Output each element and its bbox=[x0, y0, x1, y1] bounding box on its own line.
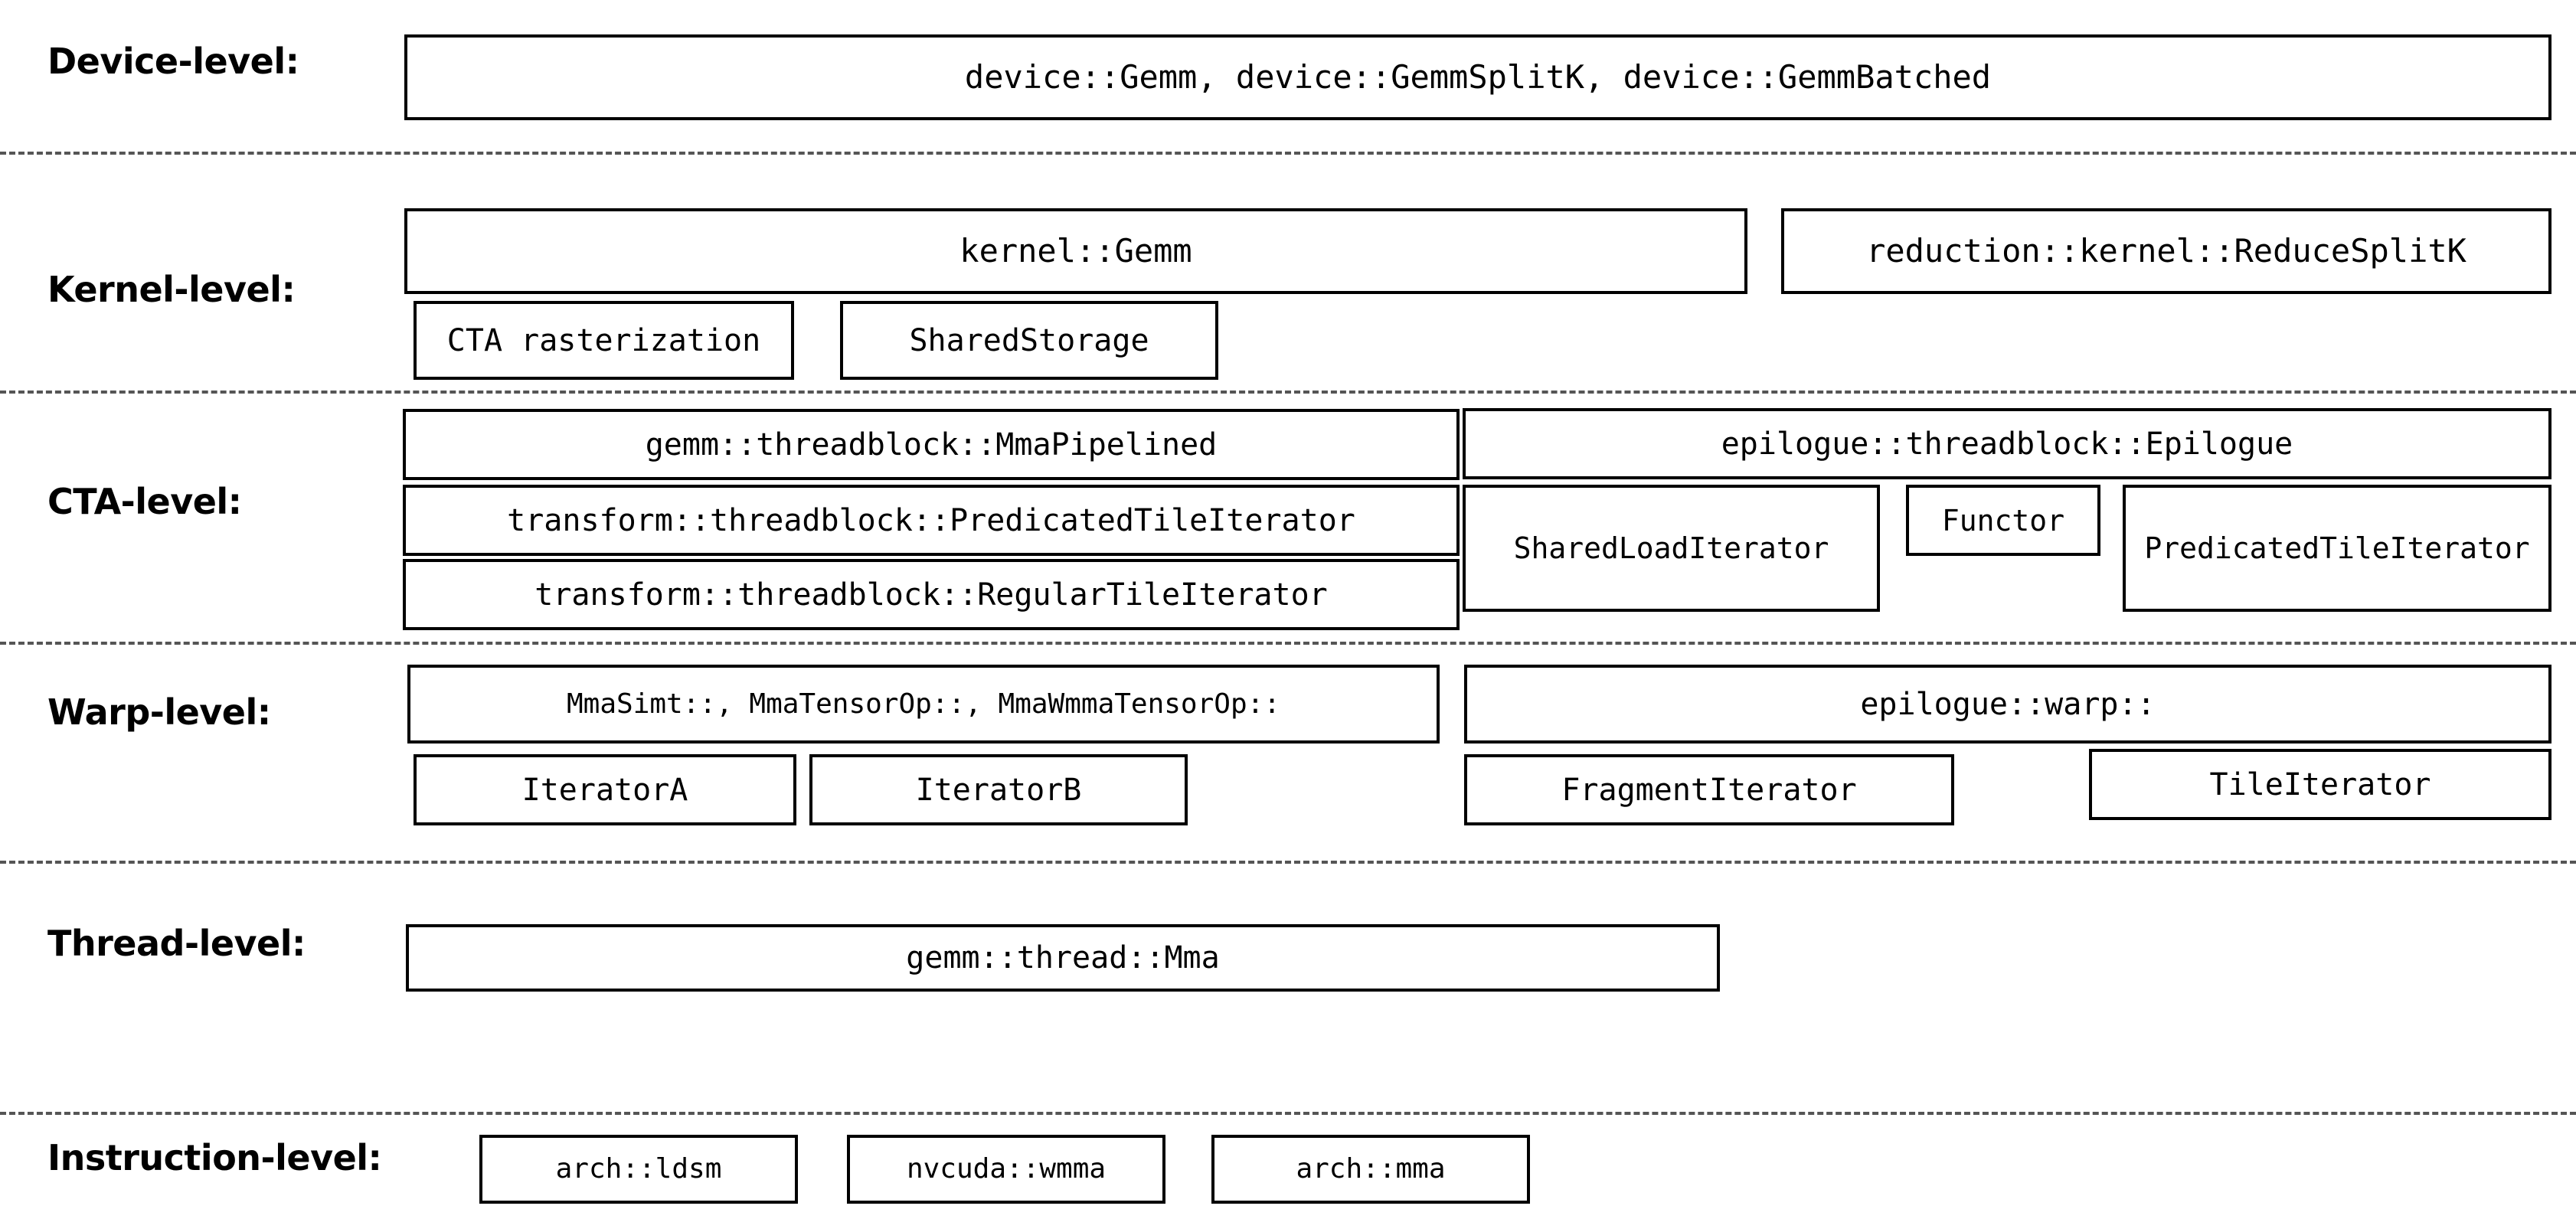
gemm-threadblock-mmapipelined-box[interactable]: gemm::threadblock::MmaPipelined bbox=[403, 409, 1460, 480]
level-label-cta: CTA-level: bbox=[47, 481, 242, 522]
level-label-device: Device-level: bbox=[47, 41, 299, 82]
functor-label: Functor bbox=[1941, 503, 2065, 538]
gemm-threadblock-mmapipelined-label: gemm::threadblock::MmaPipelined bbox=[645, 426, 1218, 462]
fragmentiterator-box[interactable]: FragmentIterator bbox=[1464, 754, 1954, 825]
divider-thread-instruction bbox=[0, 1112, 2576, 1115]
arch-ldsm-box[interactable]: arch::ldsm bbox=[479, 1135, 798, 1204]
arch-mma-box[interactable]: arch::mma bbox=[1211, 1135, 1530, 1204]
gemm-thread-mma-box[interactable]: gemm::thread::Mma bbox=[406, 924, 1720, 992]
reduction-kernel-reducesplitk-box[interactable]: reduction::kernel::ReduceSplitK bbox=[1781, 208, 2551, 294]
arch-mma-label: arch::mma bbox=[1296, 1153, 1446, 1185]
cta-rasterization-label: CTA rasterization bbox=[446, 322, 761, 358]
epilogue-predicatedtileiterator-box[interactable]: PredicatedTileIterator bbox=[2123, 485, 2551, 612]
functor-box[interactable]: Functor bbox=[1906, 485, 2100, 556]
epilogue-predicatedtileiterator-label: PredicatedTileIterator bbox=[2144, 531, 2530, 565]
epilogue-warp-label: epilogue::warp:: bbox=[1860, 686, 2156, 722]
level-label-kernel: Kernel-level: bbox=[47, 269, 296, 310]
gemm-thread-mma-label: gemm::thread::Mma bbox=[906, 940, 1220, 976]
sharedstorage-label: SharedStorage bbox=[909, 322, 1149, 358]
device-gemm-box[interactable]: device::Gemm, device::GemmSplitK, device… bbox=[404, 34, 2551, 120]
kernel-gemm-label: kernel::Gemm bbox=[959, 232, 1192, 270]
arch-ldsm-label: arch::ldsm bbox=[555, 1153, 722, 1185]
nvcuda-wmma-box[interactable]: nvcuda::wmma bbox=[847, 1135, 1165, 1204]
transform-threadblock-predicatedtileiterator-label: transform::threadblock::PredicatedTileIt… bbox=[507, 502, 1355, 538]
sharedloaditerator-label: SharedLoadIterator bbox=[1513, 531, 1829, 565]
iteratorb-box[interactable]: IteratorB bbox=[809, 754, 1188, 825]
epilogue-threadblock-epilogue-label: epilogue::threadblock::Epilogue bbox=[1721, 426, 2293, 462]
divider-cta-warp bbox=[0, 642, 2576, 645]
level-label-instruction: Instruction-level: bbox=[47, 1137, 382, 1178]
kernel-gemm-box[interactable]: kernel::Gemm bbox=[404, 208, 1747, 294]
iteratora-label: IteratorA bbox=[521, 772, 688, 808]
transform-threadblock-predicatedtileiterator-box[interactable]: transform::threadblock::PredicatedTileIt… bbox=[403, 485, 1460, 556]
transform-threadblock-regulartileiterator-label: transform::threadblock::RegularTileItera… bbox=[534, 577, 1328, 613]
epilogue-threadblock-epilogue-box[interactable]: epilogue::threadblock::Epilogue bbox=[1463, 408, 2551, 479]
reduction-kernel-reducesplitk-label: reduction::kernel::ReduceSplitK bbox=[1866, 232, 2466, 270]
warp-mma-variants-box[interactable]: MmaSimt::, MmaTensorOp::, MmaWmmaTensorO… bbox=[407, 665, 1440, 743]
divider-kernel-cta bbox=[0, 391, 2576, 394]
fragmentiterator-label: FragmentIterator bbox=[1561, 772, 1857, 808]
divider-warp-thread bbox=[0, 861, 2576, 864]
tileiterator-label: TileIterator bbox=[2209, 766, 2431, 802]
sharedloaditerator-box[interactable]: SharedLoadIterator bbox=[1463, 485, 1880, 612]
device-gemm-label: device::Gemm, device::GemmSplitK, device… bbox=[964, 58, 1992, 96]
level-label-warp: Warp-level: bbox=[47, 691, 271, 733]
sharedstorage-box[interactable]: SharedStorage bbox=[840, 301, 1218, 380]
divider-device-kernel bbox=[0, 152, 2576, 155]
nvcuda-wmma-label: nvcuda::wmma bbox=[906, 1153, 1107, 1185]
epilogue-warp-box[interactable]: epilogue::warp:: bbox=[1464, 665, 2551, 743]
tileiterator-box[interactable]: TileIterator bbox=[2089, 749, 2551, 820]
iteratora-box[interactable]: IteratorA bbox=[414, 754, 796, 825]
iteratorb-label: IteratorB bbox=[915, 772, 1082, 808]
cta-rasterization-box[interactable]: CTA rasterization bbox=[414, 301, 794, 380]
level-label-thread: Thread-level: bbox=[47, 923, 306, 964]
warp-mma-variants-label: MmaSimt::, MmaTensorOp::, MmaWmmaTensorO… bbox=[567, 688, 1280, 720]
transform-threadblock-regulartileiterator-box[interactable]: transform::threadblock::RegularTileItera… bbox=[403, 559, 1460, 630]
